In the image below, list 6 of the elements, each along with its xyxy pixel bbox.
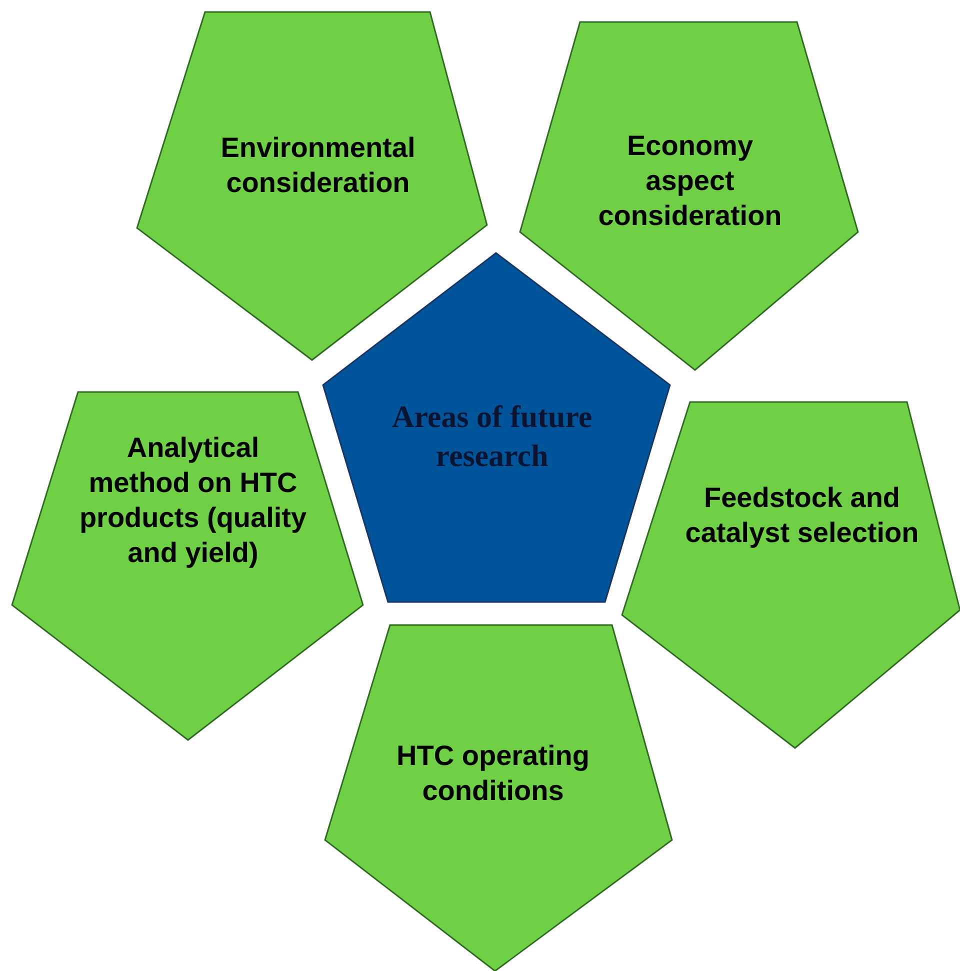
pentagon-label: Economy aspect consideration — [597, 129, 783, 233]
pentagon-label: Areas of future research — [390, 398, 594, 475]
pentagon-label: Analytical method on HTC products (quality and yield) — [78, 431, 308, 570]
pentagon-label: Environmental consideration — [220, 131, 416, 200]
pentagon-label: HTC operating conditions — [396, 739, 590, 808]
pentagon-label: Feedstock and catalyst selection — [684, 481, 920, 550]
